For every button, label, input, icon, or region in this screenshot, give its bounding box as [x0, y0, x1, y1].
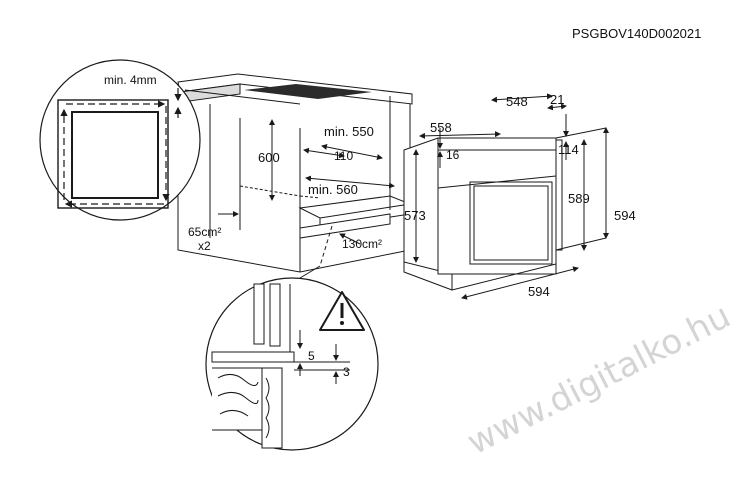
warning-triangle-icon: [319, 291, 365, 331]
label-top-offset: 16: [446, 148, 460, 162]
label-oven-width-body: 558: [430, 120, 452, 135]
label-body-height: 573: [404, 208, 426, 223]
gap-detail-circle: min. 4mm: [39, 59, 301, 221]
label-total-height: 594: [614, 208, 636, 223]
label-detail-a: 5: [308, 349, 315, 363]
label-vent-side: 65cm²: [188, 225, 221, 239]
watermark-text: www.digitalko.hu: [461, 296, 737, 463]
label-door-depth: 21: [550, 92, 564, 107]
label-niche-height: 600: [258, 150, 280, 165]
label-front-height: 114: [558, 142, 579, 157]
label-cutout-depth: 110: [334, 149, 353, 163]
label-oven-depth: 548: [506, 94, 528, 109]
label-vent-front: 130cm²: [342, 237, 382, 251]
cabinet-dimensions: [218, 119, 395, 245]
label-detail-b: 3: [343, 365, 350, 379]
label-niche-depth: min. 550: [324, 124, 374, 139]
clearance-detail-circle: 5 3: [205, 225, 379, 451]
label-niche-width: min. 560: [308, 182, 358, 197]
label-inner-height: 589: [568, 191, 590, 206]
oven-dimensions: [413, 93, 609, 300]
label-gap: min. 4mm: [104, 73, 157, 87]
label-vent-side-count: x2: [198, 239, 211, 253]
hob-shape: [244, 84, 372, 99]
oven: [403, 137, 563, 291]
label-total-width: 594: [528, 284, 550, 299]
product-code: PSGBOV140D002021: [572, 26, 701, 41]
